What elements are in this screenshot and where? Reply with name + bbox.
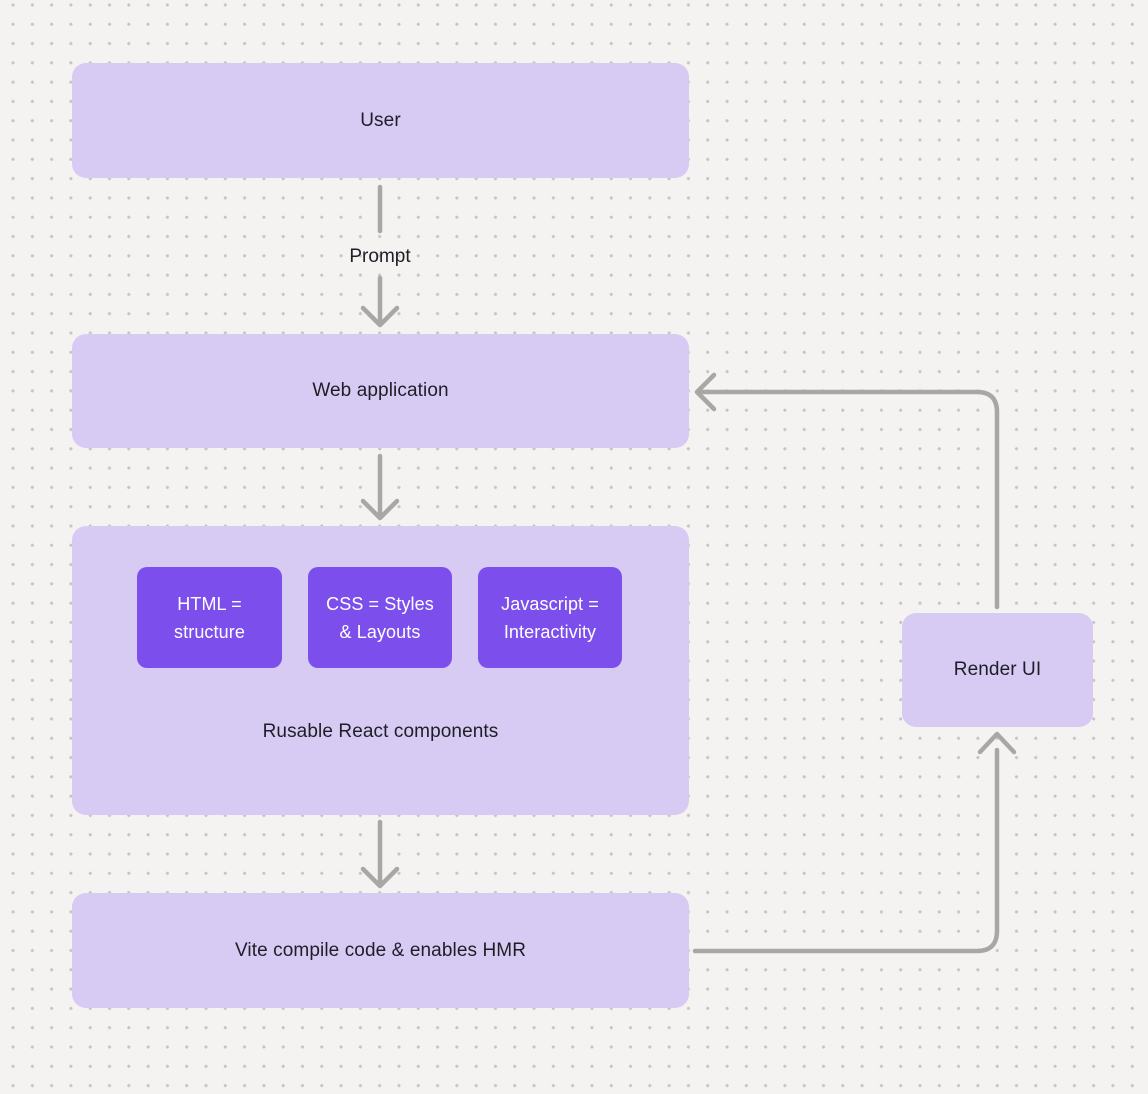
node-user-label: User [360, 109, 401, 131]
node-render-ui[interactable]: Render UI [902, 613, 1093, 727]
node-web-application[interactable]: Web application [72, 334, 689, 448]
node-vite[interactable]: Vite compile code & enables HMR [72, 893, 689, 1008]
node-javascript-label: Javascript = Interactivity [501, 593, 599, 642]
node-render-ui-label: Render UI [953, 659, 1042, 680]
connector-renderui-to-webapp[interactable] [694, 372, 1000, 610]
components-caption: Rusable React components [262, 721, 499, 742]
arrowhead-down-icon [360, 498, 400, 521]
connector-line [698, 389, 1000, 610]
node-css-label: CSS = Styles & Layouts [326, 593, 434, 642]
node-vite-label: Vite compile code & enables HMR [234, 939, 527, 961]
arrowhead-down-icon [360, 305, 400, 328]
connector-webapp-to-components[interactable] [360, 453, 400, 521]
node-javascript[interactable]: Javascript = Interactivity [478, 567, 622, 668]
arrowhead-left-icon [694, 372, 717, 412]
node-user[interactable]: User [72, 63, 689, 178]
node-html-label: HTML = structure [174, 593, 245, 642]
connector-vite-to-renderui[interactable] [692, 731, 1017, 954]
connector-line [692, 747, 1000, 954]
node-css[interactable]: CSS = Styles & Layouts [308, 567, 452, 668]
node-web-application-label: Web application [312, 380, 449, 401]
arrowhead-down-icon [360, 866, 400, 889]
node-html[interactable]: HTML = structure [137, 567, 282, 668]
arrowhead-up-icon [977, 731, 1017, 755]
edge-label-prompt[interactable]: Prompt [349, 246, 411, 267]
connector-components-to-vite[interactable] [360, 819, 400, 889]
node-components-group[interactable]: HTML = structure CSS = Styles & Layouts … [72, 526, 689, 815]
